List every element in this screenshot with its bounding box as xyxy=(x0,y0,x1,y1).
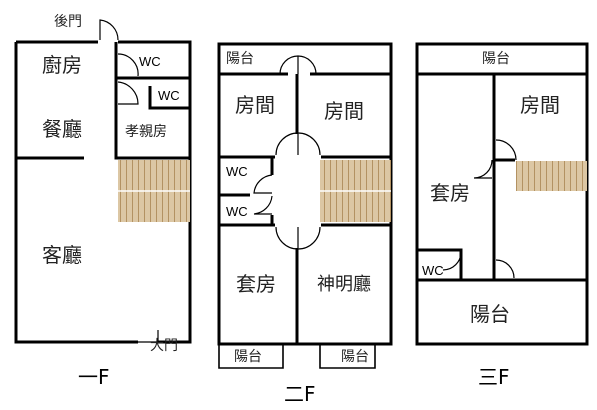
floor2-balcony-top-label: 陽台 xyxy=(226,51,254,67)
floor2-label: 二F xyxy=(284,382,316,406)
main-door xyxy=(138,330,159,343)
floor-2: 陽台 房間 房間 WC WC 套房 神明廳 陽台 陽台 二F xyxy=(217,42,393,406)
floor2-wc1-label: WC xyxy=(226,164,248,179)
floor3-balcony-top-label: 陽台 xyxy=(482,51,510,67)
floor2-bottom-balconies xyxy=(218,344,376,369)
floor3-label: 三F xyxy=(478,365,510,389)
wc1-label: WC xyxy=(139,54,161,69)
floor2-room-left-label: 房間 xyxy=(235,93,275,117)
floor1-partition-wc2 xyxy=(148,86,190,110)
back-door-swing xyxy=(99,19,119,41)
floor3-balcony-door xyxy=(495,259,515,279)
floor2-wc1-door xyxy=(253,174,273,194)
floor3-wc-door xyxy=(442,251,462,271)
floor3-outer-wall xyxy=(415,42,589,346)
floor3-walls xyxy=(417,158,515,280)
floor3-suite-label: 套房 xyxy=(430,181,470,205)
floor-3: 陽台 房間 套房 WC 陽台 三F xyxy=(415,42,589,389)
floor1-partition-elder xyxy=(114,42,190,160)
floor3-room-label: 房間 xyxy=(520,93,560,117)
floor2-room-doors xyxy=(275,132,321,156)
floor2-wc2-label: WC xyxy=(226,204,248,219)
floor2-room-right-label: 房間 xyxy=(324,99,364,123)
back-door-label: 後門 xyxy=(54,14,82,30)
floor2-wc2-door xyxy=(253,195,273,215)
floor3-room-door xyxy=(495,139,517,161)
floor3-stairs xyxy=(516,161,587,191)
kitchen-label: 廚房 xyxy=(42,53,82,77)
floor2-suite-doors xyxy=(275,226,321,250)
floor3-suite-door xyxy=(473,159,493,179)
floor2-outer-wall xyxy=(217,42,393,346)
floor1-label: 一F xyxy=(78,365,110,389)
wc1-door-swing xyxy=(117,53,139,77)
living-label: 客廳 xyxy=(42,243,82,267)
floor2-balcony-br-label: 陽台 xyxy=(341,349,369,365)
floor2-suite-label: 套房 xyxy=(236,272,276,296)
main-door-label: 大門 xyxy=(150,338,178,354)
dining-label: 餐廳 xyxy=(42,117,82,141)
floor2-shrine-label: 神明廳 xyxy=(317,274,371,295)
floor3-wc-label: WC xyxy=(422,263,444,278)
floor2-balcony-bl-label: 陽台 xyxy=(234,349,262,365)
elder-room-label: 孝親房 xyxy=(125,124,167,140)
wc2-label: WC xyxy=(158,88,180,103)
wc2-door-swing xyxy=(117,81,139,105)
floor2-balcony-door xyxy=(279,55,317,75)
floor3-balcony-bottom-label: 陽台 xyxy=(470,302,510,326)
floor2-mid-walls xyxy=(219,193,391,227)
floor3-divider xyxy=(417,74,587,282)
floor-1: 後門 廚房 餐廳 WC WC 孝親房 客廳 大門 一F xyxy=(14,14,192,389)
